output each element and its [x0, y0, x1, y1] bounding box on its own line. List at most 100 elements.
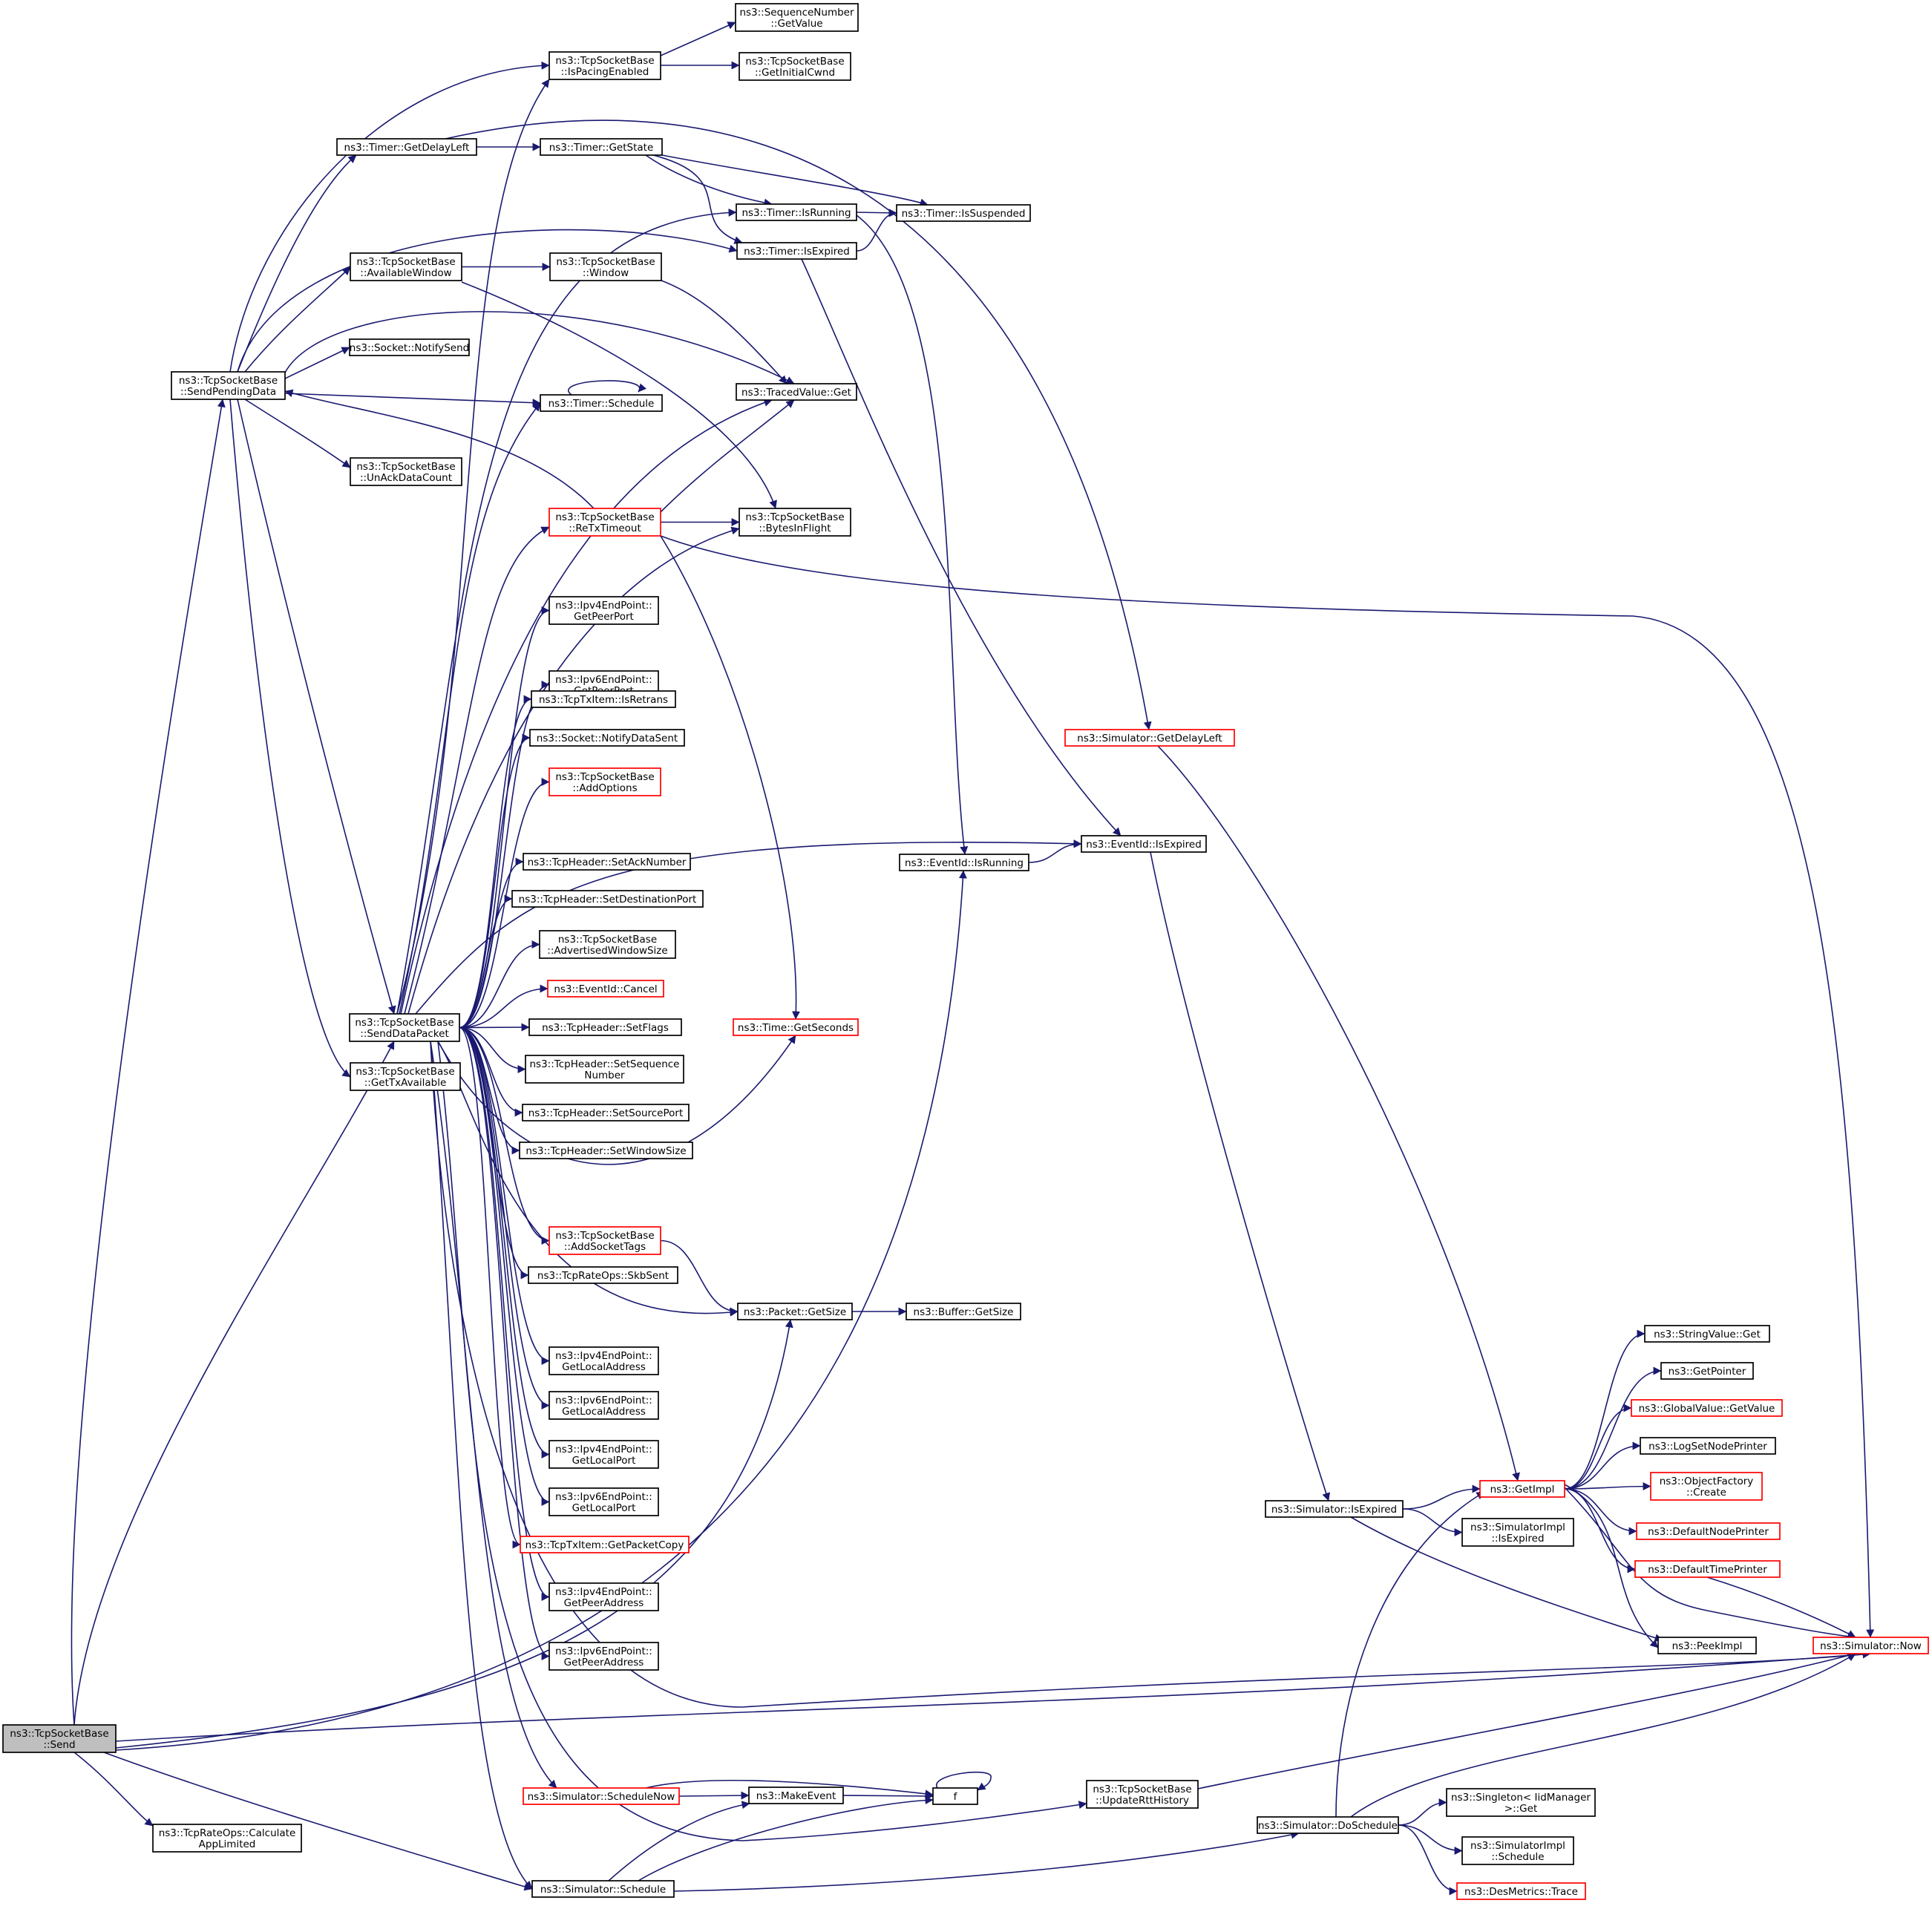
node-get-impl[interactable]: ns3::GetImpl — [1479, 1480, 1565, 1498]
node-timer-get-state[interactable]: ns3::Timer::GetState — [540, 138, 663, 156]
node-is-retrans[interactable]: ns3::TcpTxItem::IsRetrans — [531, 690, 676, 708]
edge-update-rtt-history-to-sim-now — [1197, 1651, 1856, 1789]
node-notify-data-sent[interactable]: ns3::Socket::NotifyDataSent — [529, 729, 685, 747]
node-ipv6-get-peer-address[interactable]: ns3::Ipv6EndPoint::GetPeerAddress — [549, 1642, 659, 1671]
node-ipv4-get-peer-address[interactable]: ns3::Ipv4EndPoint::GetPeerAddress — [549, 1582, 659, 1611]
node-sim-is-expired[interactable]: ns3::Simulator::IsExpired — [1265, 1500, 1404, 1518]
node-box — [152, 1824, 302, 1853]
node-traced-value-get[interactable]: ns3::TracedValue::Get — [736, 383, 857, 401]
node-des-metrics-trace[interactable]: ns3::DesMetrics::Trace — [1456, 1882, 1586, 1900]
node-add-options[interactable]: ns3::TcpSocketBase::AddOptions — [549, 767, 661, 796]
node-add-socket-tags[interactable]: ns3::TcpSocketBase::AddSocketTags — [549, 1226, 661, 1255]
node-string-value-get[interactable]: ns3::StringValue::Get — [1644, 1325, 1770, 1343]
node-label: ns3::TracedValue::Get — [741, 387, 851, 399]
node-get-pointer[interactable]: ns3::GetPointer — [1660, 1362, 1754, 1380]
node-timer-get-delay-left[interactable]: ns3::Timer::GetDelayLeft — [336, 138, 477, 156]
edge-send-data-packet-to-ipv4-get-local-port — [459, 1026, 550, 1458]
node-timer-schedule[interactable]: ns3::Timer::Schedule — [540, 394, 663, 412]
node-set-destination-port[interactable]: ns3::TcpHeader::SetDestinationPort — [511, 890, 704, 908]
node-f[interactable]: f — [932, 1787, 978, 1805]
node-box — [733, 1018, 859, 1036]
node-ipv6-get-local-address[interactable]: ns3::Ipv6EndPoint::GetLocalAddress — [549, 1391, 659, 1420]
node-set-ack-number[interactable]: ns3::TcpHeader::SetAckNumber — [523, 853, 691, 871]
edge-timer-is-running-to-timer-is-suspended — [856, 209, 897, 217]
node-event-id-is-running[interactable]: ns3::EventId::IsRunning — [899, 854, 1029, 871]
node-is-pacing-enabled[interactable]: ns3::TcpSocketBase::IsPacingEnabled — [549, 51, 661, 80]
node-notify-send[interactable]: ns3::Socket::NotifySend — [349, 338, 470, 356]
node-label: ns3::SequenceNumber — [739, 7, 854, 19]
node-set-window-size[interactable]: ns3::TcpHeader::SetWindowSize — [519, 1142, 693, 1159]
node-box — [735, 3, 859, 32]
node-box — [523, 1787, 680, 1805]
node-box — [549, 1226, 661, 1255]
node-box — [736, 242, 857, 260]
node-seq-get-value[interactable]: ns3::SequenceNumber::GetValue — [735, 3, 859, 32]
node-default-node-printer[interactable]: ns3::DefaultNodePrinter — [1636, 1522, 1781, 1540]
edge-send-pending-data-to-timer-is-expired — [237, 229, 738, 373]
node-send[interactable]: ns3::TcpSocketBase::Send — [2, 1724, 117, 1753]
node-event-id-is-expired[interactable]: ns3::EventId::IsExpired — [1081, 835, 1207, 853]
node-set-source-port[interactable]: ns3::TcpHeader::SetSourcePort — [522, 1104, 690, 1121]
edge-get-impl-to-sim-now — [1564, 1487, 1856, 1641]
node-peek-impl[interactable]: ns3::PeekImpl — [1657, 1637, 1757, 1654]
node-set-flags[interactable]: ns3::TcpHeader::SetFlags — [528, 1018, 682, 1036]
node-timer-is-suspended[interactable]: ns3::Timer::IsSuspended — [896, 204, 1031, 222]
edge-send-pending-data-to-timer-get-delay-left — [237, 154, 357, 373]
node-bytes-in-flight[interactable]: ns3::TcpSocketBase::BytesInFlight — [739, 508, 851, 537]
node-make-event[interactable]: ns3::MakeEvent — [748, 1787, 844, 1804]
node-time-get-seconds[interactable]: ns3::Time::GetSeconds — [733, 1018, 859, 1036]
node-get-packet-copy[interactable]: ns3::TcpTxItem::GetPacketCopy — [520, 1536, 690, 1553]
node-available-window[interactable]: ns3::TcpSocketBase::AvailableWindow — [350, 252, 462, 281]
node-sim-schedule[interactable]: ns3::Simulator::Schedule — [531, 1880, 675, 1898]
node-sim-do-schedule[interactable]: ns3::Simulator::DoSchedule — [1257, 1816, 1399, 1834]
node-label: ns3::Timer::GetState — [549, 142, 654, 154]
node-packet-get-size[interactable]: ns3::Packet::GetSize — [737, 1303, 853, 1320]
node-buffer-get-size[interactable]: ns3::Buffer::GetSize — [906, 1303, 1021, 1320]
node-singleton-get[interactable]: ns3::Singleton< IidManager >::Get — [1446, 1788, 1596, 1817]
node-ipv4-get-local-port[interactable]: ns3::Ipv4EndPoint::GetLocalPort — [549, 1440, 659, 1469]
node-event-id-cancel[interactable]: ns3::EventId::Cancel — [547, 980, 664, 998]
node-label: ns3::Ipv4EndPoint:: — [555, 1444, 652, 1455]
edge-timer-get-state-to-timer-is-expired — [652, 154, 743, 244]
node-send-data-packet[interactable]: ns3::TcpSocketBase::SendDataPacket — [349, 1013, 460, 1042]
node-timer-is-expired[interactable]: ns3::Timer::IsExpired — [736, 242, 857, 260]
node-ipv4-get-local-address[interactable]: ns3::Ipv4EndPoint::GetLocalAddress — [549, 1346, 659, 1375]
node-sim-impl-is-expired[interactable]: ns3::SimulatorImpl::IsExpired — [1461, 1518, 1574, 1547]
node-label: ns3::Ipv4EndPoint:: — [555, 1350, 652, 1362]
node-label: ns3::Ipv6EndPoint:: — [555, 674, 652, 686]
node-box — [549, 1487, 659, 1516]
node-get-tx-available[interactable]: ns3::TcpSocketBase::GetTxAvailable — [350, 1062, 461, 1091]
node-schedule-now[interactable]: ns3::Simulator::ScheduleNow — [523, 1787, 680, 1805]
node-object-factory-create[interactable]: ns3::ObjectFactory::Create — [1650, 1472, 1763, 1501]
node-advertised-window-size[interactable]: ns3::TcpSocketBase::AdvertisedWindowSize — [539, 930, 676, 959]
node-get-initial-cwnd[interactable]: ns3::TcpSocketBase::GetInitialCwnd — [739, 52, 851, 81]
node-un-ack-data-count[interactable]: ns3::TcpSocketBase::UnAckDataCount — [350, 457, 462, 486]
edge-sim-do-schedule-to-sim-impl-schedule — [1398, 1824, 1463, 1855]
node-global-value-get-value[interactable]: ns3::GlobalValue::GetValue — [1631, 1399, 1783, 1417]
node-sim-now[interactable]: ns3::Simulator::Now — [1813, 1637, 1929, 1654]
node-label: ::GetValue — [770, 18, 822, 30]
edge-add-socket-tags-to-packet-get-size — [660, 1239, 739, 1316]
node-ipv6-get-local-port[interactable]: ns3::Ipv6EndPoint::GetLocalPort — [549, 1487, 659, 1516]
node-skb-sent[interactable]: ns3::TcpRateOps::SkbSent — [528, 1266, 678, 1284]
node-label: ns3::Simulator::Now — [1820, 1640, 1922, 1652]
node-label: ::GetInitialCwnd — [755, 67, 835, 79]
node-sim-impl-schedule[interactable]: ns3::SimulatorImpl::Schedule — [1461, 1836, 1574, 1865]
nodes-layer: ns3::TcpSocketBase::Sendns3::TcpSocketBa… — [2, 3, 1929, 1900]
node-sim-get-delay-left[interactable]: ns3::Simulator::GetDelayLeft — [1064, 729, 1235, 747]
node-default-time-printer[interactable]: ns3::DefaultTimePrinter — [1634, 1560, 1781, 1578]
node-label: ns3::GetPointer — [1669, 1366, 1746, 1378]
node-box — [736, 383, 857, 401]
node-box — [522, 1104, 690, 1121]
node-window[interactable]: ns3::TcpSocketBase::Window — [549, 252, 662, 281]
edge-timer-get-state-to-timer-is-suspended — [661, 154, 929, 207]
node-re-tx-timeout[interactable]: ns3::TcpSocketBase::ReTxTimeout — [549, 508, 661, 537]
node-box — [1640, 1437, 1776, 1455]
node-ipv4-get-peer-port[interactable]: ns3::Ipv4EndPoint::GetPeerPort — [549, 596, 659, 625]
node-timer-is-running[interactable]: ns3::Timer::IsRunning — [736, 203, 857, 221]
node-send-pending-data[interactable]: ns3::TcpSocketBase::SendPendingData — [171, 371, 286, 400]
node-update-rtt-history[interactable]: ns3::TcpSocketBase::UpdateRttHistory — [1086, 1780, 1199, 1809]
node-log-set-node-printer[interactable]: ns3::LogSetNodePrinter — [1640, 1437, 1776, 1455]
